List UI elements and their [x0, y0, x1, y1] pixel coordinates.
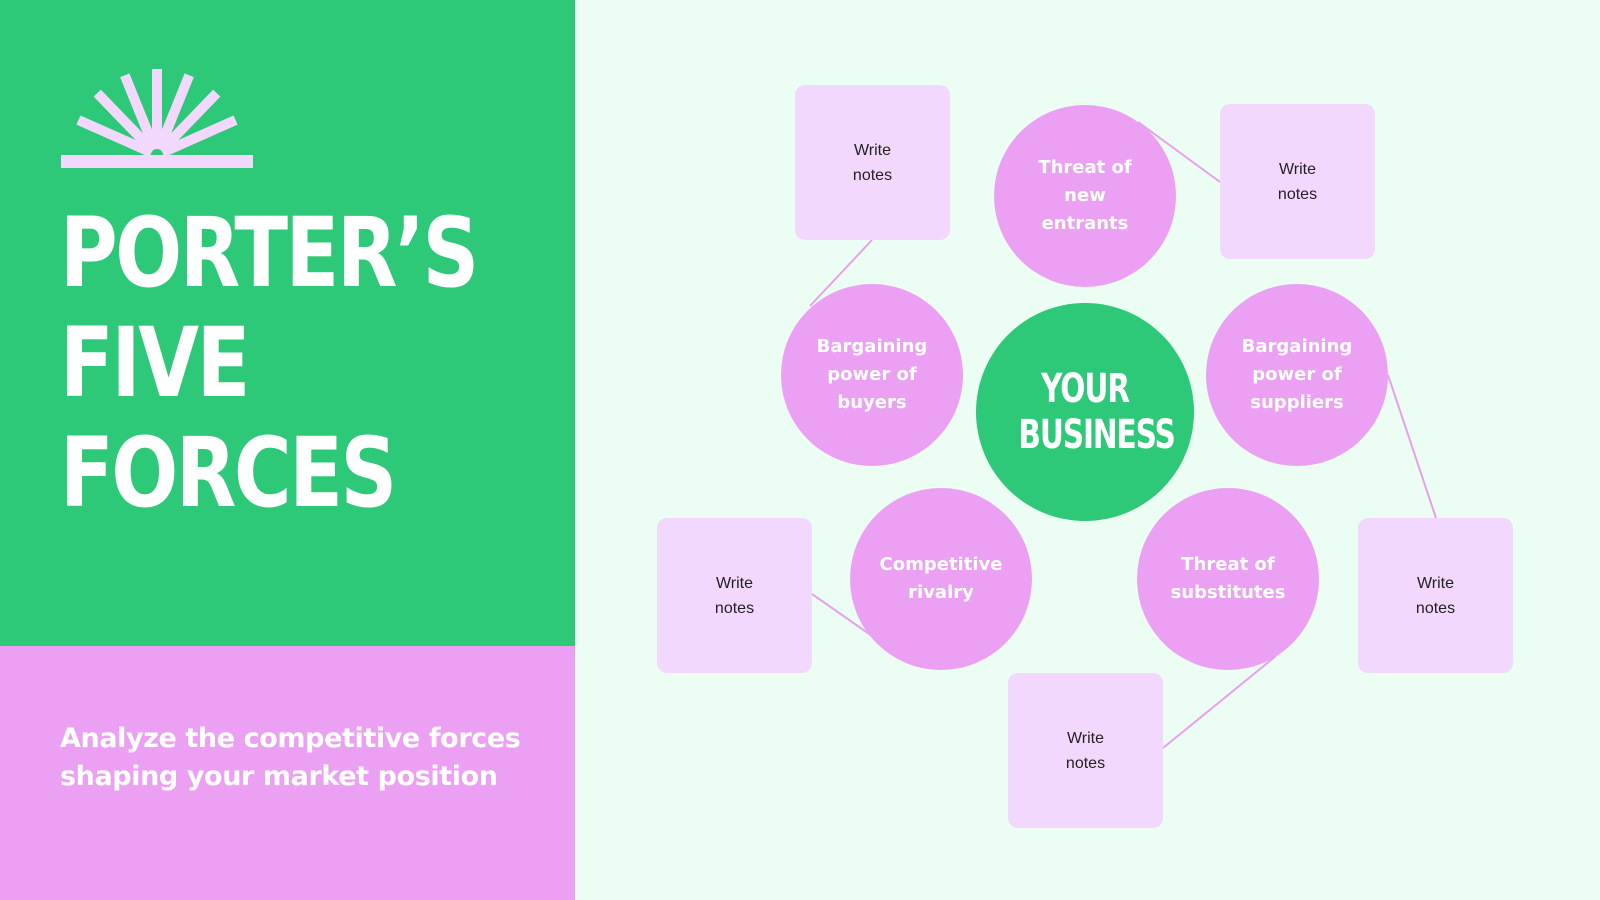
force-bargaining-power-of-buyers: Bargaining power of buyers — [781, 284, 963, 466]
force-competitive-rivalry: Competitive rivalry — [850, 488, 1032, 670]
center-label: YOUR BUSINESS — [1008, 366, 1175, 458]
notes-box-buyers[interactable]: Write notes — [795, 85, 950, 240]
notes-box-substitutes[interactable]: Write notes — [1008, 673, 1163, 828]
force-threat-of-substitutes: Threat of substitutes — [1137, 488, 1319, 670]
title-panel: PORTER’S FIVE FORCES — [0, 0, 575, 646]
force-threat-of-new-entrants: Threat of new entrants — [994, 105, 1176, 287]
title-line: FORCES — [60, 417, 397, 529]
center-your-business: YOUR BUSINESS — [976, 303, 1194, 521]
notes-box-new-entrants[interactable]: Write notes — [1220, 104, 1375, 259]
slide-title: PORTER’S FIVE FORCES — [60, 197, 479, 529]
connector-line — [1137, 121, 1221, 183]
notes-label: Write notes — [1065, 729, 1106, 772]
notes-label: Write notes — [1415, 574, 1456, 617]
force-label: Threat of substitutes — [1170, 554, 1286, 603]
force-bargaining-power-of-suppliers: Bargaining power of suppliers — [1206, 284, 1388, 466]
notes-label: Write notes — [714, 574, 755, 617]
slide-subtitle: Analyze the competitive forces shaping y… — [60, 723, 521, 792]
subtitle-panel — [0, 646, 575, 900]
title-line: FIVE — [60, 307, 250, 419]
force-label: Bargaining power of buyers — [816, 336, 928, 413]
notes-box-rivalry[interactable]: Write notes — [657, 518, 812, 673]
connector-line — [811, 593, 873, 637]
connector-line — [1387, 374, 1437, 519]
center-label-line: BUSINESS — [1018, 412, 1175, 458]
connector-line — [809, 239, 873, 307]
title-line: PORTER’S — [60, 197, 479, 309]
sunburst-icon — [61, 69, 253, 168]
force-label: Competitive rivalry — [879, 554, 1003, 603]
connector-line — [1162, 655, 1277, 749]
center-label-line: YOUR — [1041, 366, 1130, 412]
force-label: Threat of new entrants — [1038, 157, 1132, 234]
notes-box-suppliers[interactable]: Write notes — [1358, 518, 1513, 673]
notes-label: Write notes — [1277, 160, 1318, 203]
force-label: Bargaining power of suppliers — [1241, 336, 1353, 413]
notes-label: Write notes — [852, 141, 893, 184]
